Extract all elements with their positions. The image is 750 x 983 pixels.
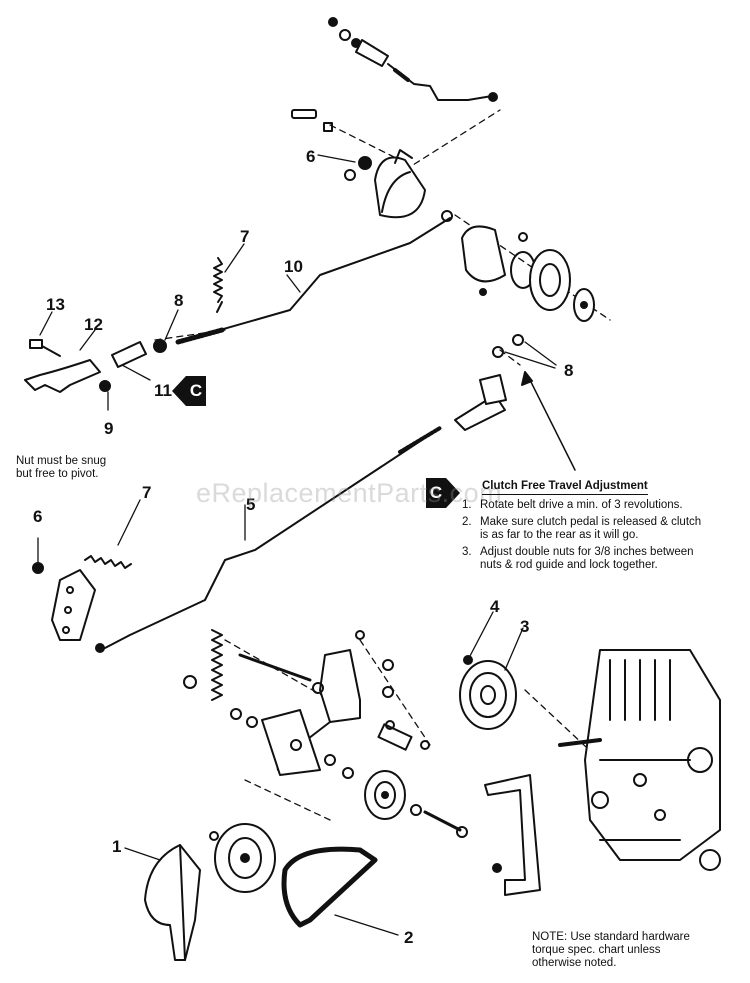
callout-10: 10 [284, 257, 303, 276]
transmission-unit [558, 649, 721, 871]
clutch-rod-part-5 [95, 426, 442, 653]
nut-part-8-upper [153, 339, 167, 353]
v-belt-part-2 [281, 846, 378, 928]
callout-6-lower: 6 [33, 507, 43, 526]
marker-left-arrow [172, 376, 186, 406]
step-line: Rotate belt drive a min. of 3 revolution… [480, 499, 683, 511]
step-number: 2. [462, 516, 472, 528]
step-number: 3. [462, 546, 472, 558]
hardware-torque-note: NOTE: Use standard hardware torque spec.… [532, 931, 732, 970]
step-text: Adjust double nuts for 3/8 inches betwee… [480, 546, 722, 572]
brake-rod-part-10 [175, 217, 451, 345]
step-text: Make sure clutch pedal is released & clu… [480, 516, 722, 542]
brake-band-assembly [291, 109, 595, 322]
callout-7-upper: 7 [240, 227, 250, 246]
rod-guide [454, 334, 524, 431]
callout-5: 5 [246, 495, 256, 514]
step-line: Make sure clutch pedal is released & clu… [480, 516, 702, 528]
callout-4: 4 [490, 597, 500, 616]
watermark: eReplacementParts.com [196, 478, 503, 508]
hardware-note-line-2: torque spec. chart unless [532, 944, 661, 956]
marker-right-arrow [446, 478, 460, 508]
lower-pulley [209, 823, 276, 893]
pivot-plate [32, 562, 96, 641]
callout-1: 1 [112, 837, 122, 856]
marker-right: C [426, 478, 446, 508]
nut-note: Nut must be snug but free to pivot. [16, 455, 166, 481]
callout-12: 12 [84, 315, 103, 334]
callout-11: 11 [154, 381, 172, 400]
step-number: 1. [462, 499, 472, 511]
callout-2: 2 [404, 928, 414, 947]
spring-part-7-lower [84, 555, 132, 569]
callout-3: 3 [520, 617, 530, 636]
nut-note-line-1: Nut must be snug [16, 455, 107, 467]
step-line: nuts & rod guide and lock together. [480, 559, 658, 571]
callout-8-right: 8 [564, 361, 574, 380]
bracket-part-12 [24, 339, 111, 393]
callout-13: 13 [46, 295, 65, 314]
hardware-note-line-1: NOTE: Use standard hardware [532, 931, 690, 943]
transmission-bracket [484, 774, 541, 896]
nut-note-line-2: but free to pivot. [16, 468, 99, 480]
callout-8-upper: 8 [174, 291, 184, 310]
step-line: Adjust double nuts for 3/8 inches betwee… [480, 546, 694, 558]
clutch-adjustment-instructions: Clutch Free Travel Adjustment 1. Rotate … [462, 480, 722, 572]
sleeve-part-11 [111, 341, 147, 368]
callout-7-lower: 7 [142, 483, 152, 502]
adjustment-step-1: 1. Rotate belt drive a min. of 3 revolut… [462, 499, 722, 512]
hardware-note-line-3: otherwise noted. [532, 957, 617, 969]
adjustment-step-3: 3. Adjust double nuts for 3/8 inches bet… [462, 546, 722, 572]
drive-pulley-part-3 [459, 655, 517, 730]
idler-pulley [364, 770, 468, 838]
adjustment-step-2: 2. Make sure clutch pedal is released & … [462, 516, 722, 542]
spring-part-7-upper [213, 257, 223, 303]
callout-9: 9 [104, 419, 114, 438]
step-text: Rotate belt drive a min. of 3 revolution… [480, 499, 722, 512]
upper-linkage-rod [328, 17, 498, 102]
marker-left: C [186, 376, 206, 406]
callout-6-upper: 6 [306, 147, 316, 166]
belt-guard-part-1 [144, 844, 201, 961]
vertical-spring [211, 629, 223, 701]
step-line: is as far to the rear as it will go. [480, 529, 639, 541]
pedal-bracket [183, 630, 430, 779]
adjustment-title: Clutch Free Travel Adjustment [482, 480, 648, 495]
